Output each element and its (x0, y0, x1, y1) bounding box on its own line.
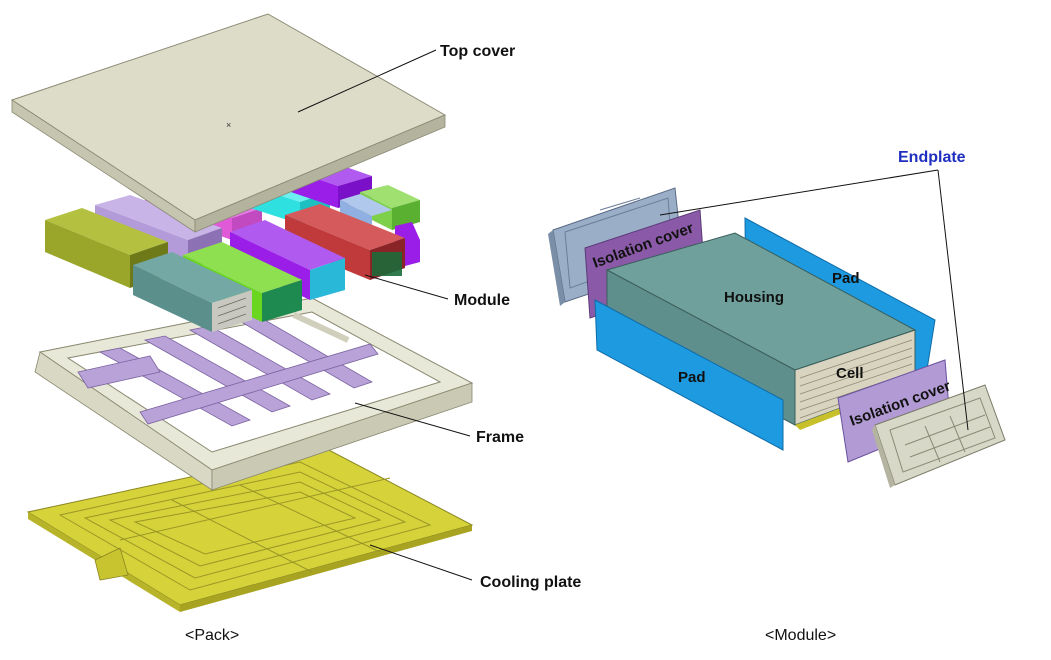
label-top-cover: Top cover (440, 43, 515, 60)
frame-leader (354, 402, 471, 437)
module-block (285, 204, 405, 280)
label-pad-bottom: Pad (678, 369, 706, 386)
endplate-right (872, 384, 1006, 488)
module-leader-lines (659, 169, 969, 431)
pad-bottom: Pad (594, 299, 784, 451)
cooling-plate (26, 447, 474, 612)
caption-module: <Module> (765, 627, 836, 644)
label-cell: Cell (836, 365, 864, 382)
label-endplate: Endplate (898, 149, 966, 166)
module-block (133, 252, 252, 332)
label-cooling-plate: Cooling plate (480, 574, 581, 591)
label-pad-top: Pad (832, 270, 860, 287)
endplate-left-leader (659, 169, 939, 216)
pack-leader-lines (297, 49, 473, 581)
label-module: Module (454, 292, 510, 309)
label-housing: Housing (724, 289, 784, 306)
module-leader (364, 274, 449, 300)
top-cover: × (10, 13, 447, 233)
center-mark-icon: × (226, 120, 231, 130)
cooling-plate-leader (369, 544, 473, 581)
module-block (360, 185, 420, 230)
top-cover-leader (297, 49, 437, 113)
endplate-right-leader (937, 169, 969, 431)
frame (34, 297, 474, 491)
label-frame: Frame (476, 429, 524, 446)
caption-pack: <Pack> (185, 627, 239, 644)
